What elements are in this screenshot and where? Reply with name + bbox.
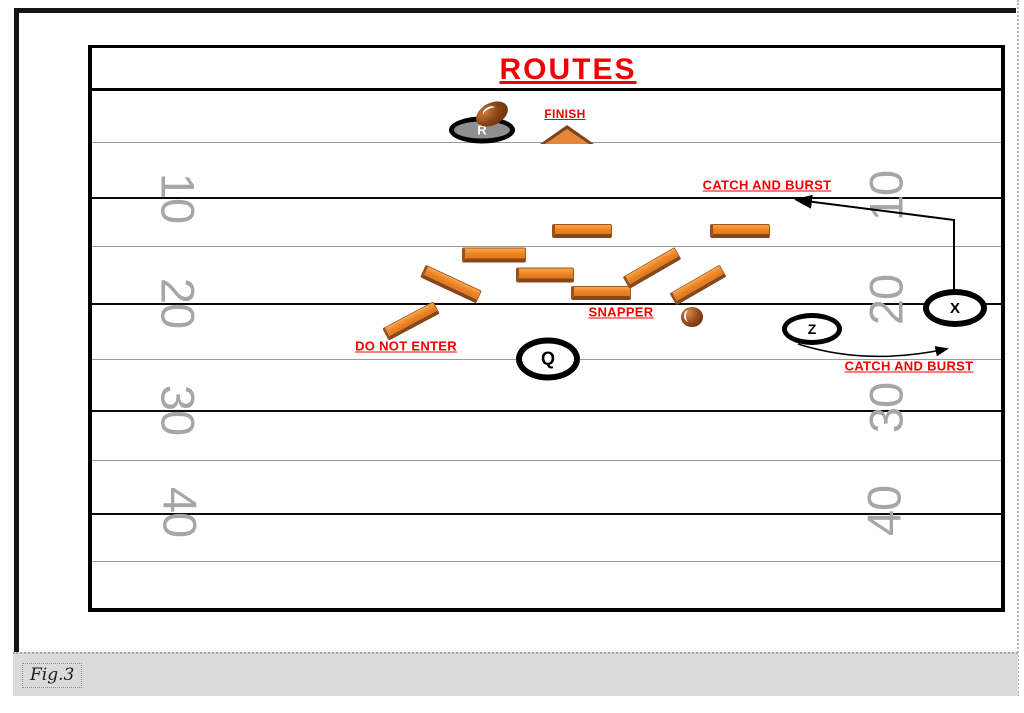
catch-and-burst-label-top: CATCH AND BURST bbox=[702, 177, 832, 193]
thirty-yard-line bbox=[92, 410, 1001, 412]
player-marker-x: X bbox=[923, 289, 987, 327]
blocking-bag bbox=[419, 264, 483, 304]
fifteen-yard-line bbox=[92, 246, 1001, 247]
route-arrow-z bbox=[797, 343, 949, 358]
page-border-right-dotted bbox=[1017, 0, 1019, 696]
fortyfive-yard-line bbox=[92, 561, 1001, 562]
twenty-yard-line bbox=[92, 303, 1001, 305]
yard-number-20-right: 20 bbox=[859, 274, 913, 326]
snapper-label: SNAPPER bbox=[588, 304, 654, 320]
player-label-q: Q bbox=[540, 348, 555, 369]
forty-yard-line bbox=[92, 513, 1001, 515]
football-icon bbox=[681, 307, 703, 327]
page-border-top bbox=[14, 8, 1016, 13]
yard-number-40-left: 40 bbox=[153, 486, 207, 538]
blocking-bag bbox=[462, 247, 526, 263]
cone-icon bbox=[545, 129, 589, 144]
player-label-z: Z bbox=[807, 321, 817, 337]
blocking-bag bbox=[669, 264, 727, 306]
yard-number-10-right: 10 bbox=[859, 170, 913, 222]
finish-label: FINISH bbox=[544, 107, 586, 121]
thirtyfive-yard-line bbox=[92, 460, 1001, 461]
catch-and-burst-label-bottom: CATCH AND BURST bbox=[844, 358, 974, 374]
player-label-x: X bbox=[949, 299, 960, 317]
page-border-left bbox=[14, 8, 19, 653]
yard-number-40-right: 40 bbox=[857, 485, 911, 537]
blocking-bag bbox=[710, 224, 770, 238]
do-not-enter-label: DO NOT ENTER bbox=[355, 338, 457, 354]
yard-number-10-left: 10 bbox=[151, 172, 205, 224]
blocking-bag bbox=[516, 267, 574, 283]
field-diagram: ROUTES 10 20 30 40 10 20 30 40 bbox=[88, 45, 1005, 612]
yard-number-20-left: 20 bbox=[151, 277, 205, 329]
blocking-bag bbox=[571, 286, 631, 300]
player-marker-z: Z bbox=[782, 313, 842, 345]
routes-title: ROUTES bbox=[499, 53, 637, 86]
yard-number-30-right: 30 bbox=[859, 382, 913, 434]
ten-yard-line bbox=[92, 197, 1001, 199]
caption-bar: Fig.3 bbox=[13, 652, 1018, 696]
blocking-bag bbox=[622, 246, 682, 290]
yard-number-30-left: 30 bbox=[151, 384, 205, 436]
blocking-bag bbox=[552, 224, 612, 238]
player-marker-q: Q bbox=[516, 337, 580, 381]
blocking-bag bbox=[382, 301, 440, 341]
figure-caption: Fig.3 bbox=[22, 663, 83, 688]
player-label-r: R bbox=[477, 122, 487, 138]
header-separator-line bbox=[92, 88, 1001, 91]
